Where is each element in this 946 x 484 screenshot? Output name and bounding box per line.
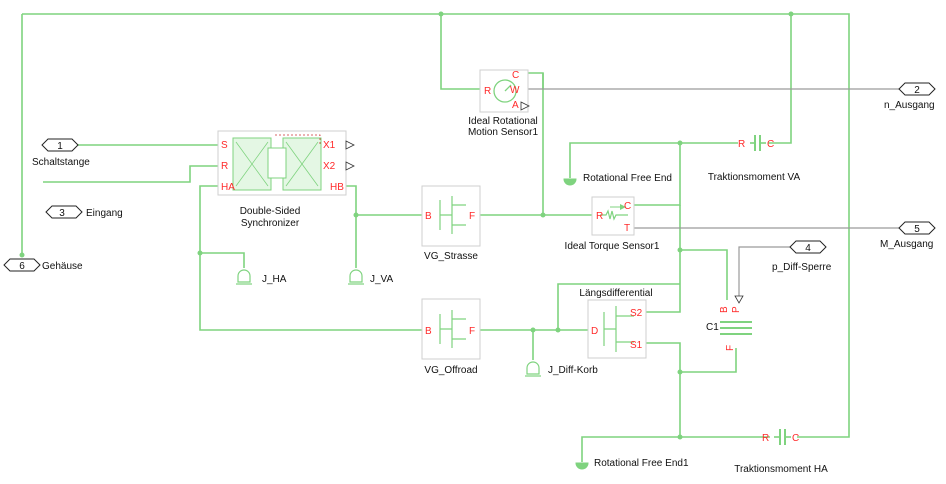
port-b: B — [425, 326, 432, 337]
port-arrow-icon — [345, 140, 355, 150]
signal-lines — [528, 88, 905, 296]
j-ha-label: J_HA — [262, 274, 287, 285]
synchronizer-name-line2: Synchronizer — [241, 218, 300, 229]
inport-1-label: Schaltstange — [32, 157, 90, 168]
inertia-icon — [526, 361, 540, 375]
port-w: W — [510, 85, 520, 96]
clutch-icon — [720, 321, 752, 335]
ideal-torque-sensor-block[interactable]: R C T Ideal Torque Sensor1 — [565, 196, 660, 252]
inport-6-number: 6 — [19, 261, 25, 272]
ideal-rotational-motion-sensor-block[interactable]: R C W A Ideal Rotational Motion Sensor1 — [468, 69, 538, 138]
port-f: F — [725, 345, 736, 351]
outport-2-number: 2 — [914, 85, 920, 96]
port-r: R — [596, 211, 603, 222]
port-arrow-icon — [734, 295, 744, 304]
port-r: R — [738, 139, 745, 150]
sensor1-name-line2: Motion Sensor1 — [468, 127, 538, 138]
gear-icon — [439, 310, 466, 348]
port-c: C — [792, 433, 799, 444]
inport-1[interactable]: 1 Schaltstange — [32, 138, 90, 168]
port-a: A — [512, 100, 519, 111]
inport-1-number: 1 — [57, 141, 63, 152]
diff-title: Längsdifferential — [579, 288, 652, 299]
port-s: S — [221, 140, 228, 151]
port-r: R — [484, 86, 491, 97]
outport-5-label: M_Ausgang — [880, 239, 933, 250]
port-r: R — [762, 433, 769, 444]
port-p: P — [731, 306, 742, 313]
clutch-label: C1 — [706, 322, 719, 333]
port-c: C — [512, 70, 519, 81]
port-s1: S1 — [630, 340, 643, 351]
port-r: R — [221, 161, 228, 172]
rotational-free-end1-block[interactable]: Rotational Free End1 — [575, 458, 689, 470]
inport-6[interactable]: 6 Gehäuse — [3, 258, 83, 272]
port-d: D — [591, 326, 598, 337]
synchronizer-name-line1: Double-Sided — [240, 206, 301, 217]
free-end-icon — [563, 178, 577, 186]
inport-3-number: 3 — [59, 208, 65, 219]
port-hb: HB — [330, 182, 344, 193]
laengsdifferential-block[interactable]: Längsdifferential D S2 S1 — [579, 288, 653, 359]
traktionsmoment-va-label: Traktionsmoment VA — [708, 172, 801, 183]
port-f: F — [469, 211, 475, 222]
inertia-icon — [349, 269, 363, 283]
vg-offroad-block[interactable]: B F VG_Offroad — [421, 298, 481, 376]
outport-2[interactable]: 2 n_Ausgang — [884, 82, 936, 111]
port-c: C — [624, 201, 631, 212]
outport-5[interactable]: 5 M_Ausgang — [880, 221, 936, 250]
junction-dots — [19, 11, 794, 440]
vg-strasse-label: VG_Strasse — [424, 251, 478, 262]
traktionsmoment-ha-block[interactable]: R C Traktionsmoment HA — [734, 429, 828, 475]
traktionsmoment-va-block[interactable]: R C Traktionsmoment VA — [708, 135, 801, 183]
sensor1-name-line1: Ideal Rotational — [468, 116, 538, 127]
port-b: B — [425, 211, 432, 222]
port-c: C — [767, 139, 774, 150]
j-diff-korb-label: J_Diff-Korb — [548, 365, 598, 376]
port-arrow-icon — [345, 161, 355, 171]
inertia-j-va[interactable]: J_VA — [348, 269, 393, 285]
clutch-c1-block[interactable]: C1 B P F — [706, 295, 752, 351]
inertia-icon — [237, 269, 251, 283]
outport-4-label: p_Diff-Sperre — [772, 262, 832, 273]
double-sided-synchronizer-block[interactable]: S R HA HB X1 X2 Double-Sided Synchronize… — [217, 130, 355, 229]
free-end-label: Rotational Free End — [583, 173, 672, 184]
port-b: B — [719, 306, 730, 313]
outport-4[interactable]: 4 p_Diff-Sperre — [772, 240, 832, 273]
outport-2-label: n_Ausgang — [884, 100, 935, 111]
free-end-icon — [575, 462, 589, 470]
gear-icon — [439, 196, 466, 234]
spring-icon — [600, 209, 628, 221]
port-x2: X2 — [323, 161, 336, 172]
port-t: T — [624, 223, 630, 234]
port-arrow-icon — [520, 101, 530, 111]
vg-strasse-block[interactable]: B F VG_Strasse — [421, 185, 481, 262]
port-s2: S2 — [630, 308, 643, 319]
outport-4-number: 4 — [805, 243, 811, 254]
outport-5-number: 5 — [914, 224, 920, 235]
free-end1-label: Rotational Free End1 — [594, 458, 689, 469]
rotational-free-end-block[interactable]: Rotational Free End — [563, 173, 672, 186]
j-va-label: J_VA — [370, 274, 393, 285]
torque-sensor-label: Ideal Torque Sensor1 — [565, 241, 660, 252]
inport-3-label: Eingang — [86, 208, 123, 219]
vg-offroad-label: VG_Offroad — [424, 365, 477, 376]
inport-6-label: Gehäuse — [42, 261, 83, 272]
port-x1: X1 — [323, 140, 336, 151]
inport-3[interactable]: 3 Eingang — [45, 205, 123, 219]
traktionsmoment-ha-label: Traktionsmoment HA — [734, 464, 828, 475]
port-ha: HA — [221, 182, 235, 193]
gear-icon — [603, 306, 634, 352]
inertia-j-diff-korb[interactable]: J_Diff-Korb — [525, 361, 598, 377]
port-f: F — [469, 326, 475, 337]
inertia-j-ha[interactable]: J_HA — [236, 269, 287, 285]
